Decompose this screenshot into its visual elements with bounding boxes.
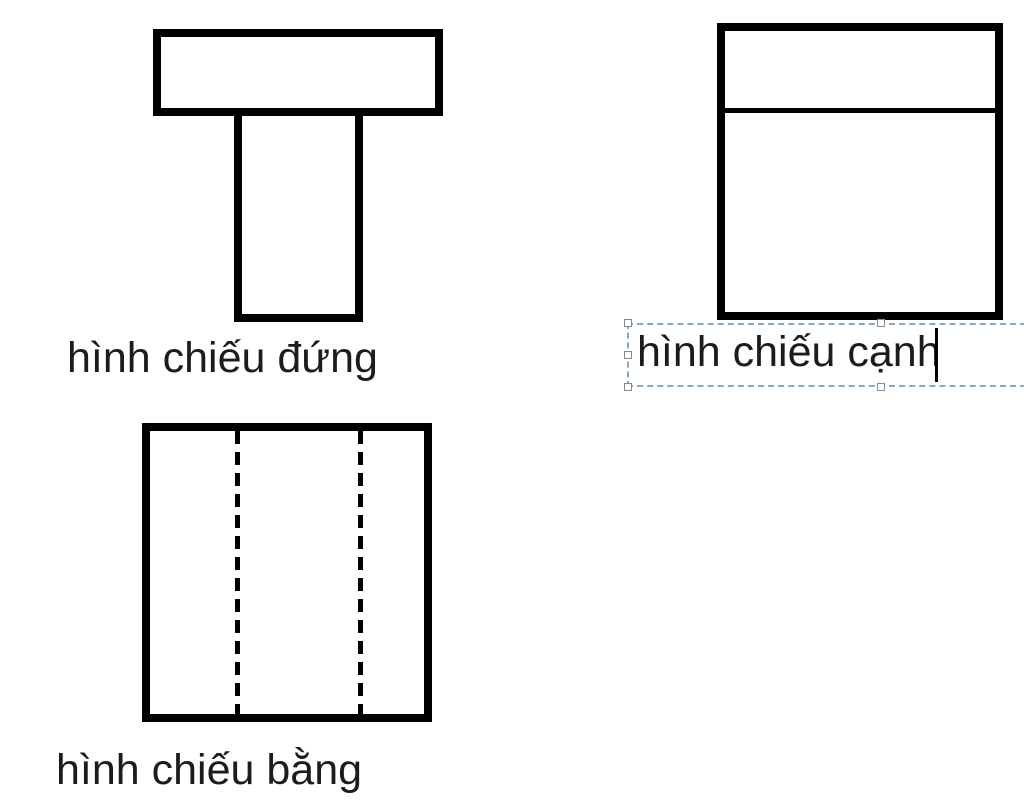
- side-view-label-text[interactable]: hình chiếu cạnh: [637, 328, 941, 376]
- resize-handle-top-center[interactable]: [877, 319, 885, 327]
- top-view-label[interactable]: hình chiếu bằng: [56, 746, 363, 794]
- side-view-edge-line: [725, 108, 995, 113]
- resize-handle-top-left[interactable]: [624, 319, 632, 327]
- hidden-edge-line-left: [235, 431, 240, 714]
- hidden-edge-line-right: [358, 431, 363, 714]
- resize-handle-bottom-left[interactable]: [624, 383, 632, 391]
- front-view-stem: [234, 116, 363, 322]
- side-view-rect: [717, 23, 1003, 320]
- resize-handle-mid-left[interactable]: [624, 351, 632, 359]
- resize-handle-bottom-center[interactable]: [877, 383, 885, 391]
- front-view-label[interactable]: hình chiếu đứng: [67, 334, 378, 382]
- front-view-flange: [153, 29, 443, 116]
- text-cursor-caret: [935, 328, 938, 382]
- top-view-rect: [142, 423, 432, 722]
